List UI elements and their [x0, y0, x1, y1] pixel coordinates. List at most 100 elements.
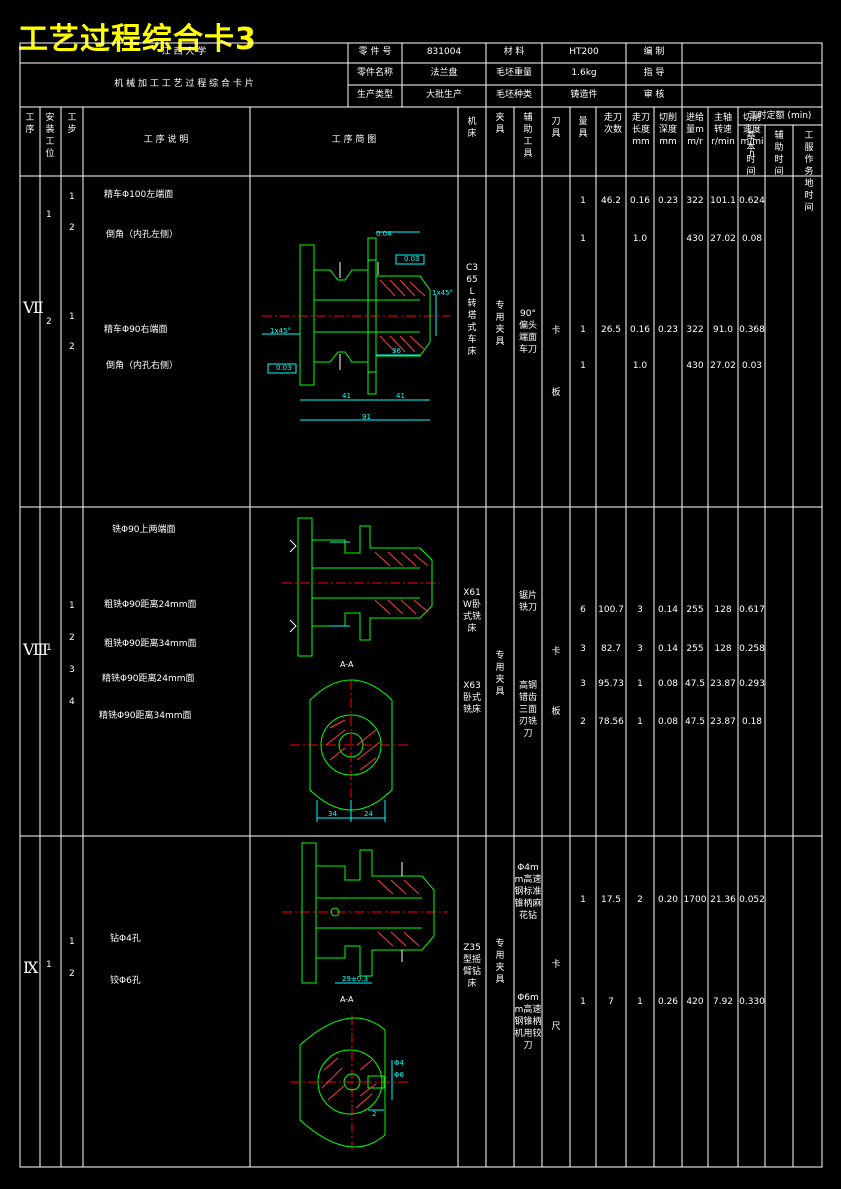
cutter-name: 90°偏头端面车刀: [518, 309, 537, 355]
col-fixture: 夹具: [495, 113, 505, 135]
col-depth: 切削深度mm: [658, 113, 677, 147]
process-number: Ⅸ: [23, 958, 39, 977]
station-number: 1: [46, 643, 52, 653]
step-number: 1: [69, 312, 75, 322]
step-description: 钻Φ4孔: [110, 934, 141, 944]
dim-text: 41: [396, 392, 405, 400]
station-number: 1: [46, 960, 52, 970]
step-description: 倒角（内孔左侧）: [106, 230, 179, 240]
dim-text: Φ4: [394, 1059, 404, 1067]
dim-text: Φ6: [394, 1071, 404, 1079]
station-number: 1: [46, 210, 52, 220]
designer-label: 编 制: [643, 47, 665, 57]
dim-text: 1x45°: [270, 327, 292, 335]
dim-text: 34: [328, 810, 337, 818]
col-process: 工序: [25, 113, 35, 135]
step-description: 粗铣Φ90距离24mm面: [104, 600, 197, 610]
station-number: 2: [46, 317, 52, 327]
sketch-viii-section: [290, 679, 410, 822]
dim-text: 1x45°: [432, 289, 454, 297]
step-number: 2: [69, 969, 75, 979]
production-type-label: 生产类型: [356, 90, 394, 100]
step-number: 2: [69, 342, 75, 352]
col-basic-time: 基本时间: [746, 131, 756, 177]
step-number: 4: [69, 697, 75, 707]
gauge-name: 卡尺: [551, 960, 561, 1032]
step-description: 精铣Φ90距离34mm面: [99, 711, 192, 721]
sketch-vii: [262, 231, 450, 421]
step-number: 1: [69, 601, 75, 611]
step-description: 精车Φ100左端面: [104, 190, 174, 200]
part-name: 法兰盘: [430, 68, 458, 78]
dim-text: 2: [372, 1110, 377, 1118]
col-sketch: 工 序 简 图: [331, 135, 377, 145]
card-title: 工艺过程综合卡3: [18, 22, 257, 57]
col-passes: 走刀次数: [603, 113, 622, 135]
step-number: 2: [69, 633, 75, 643]
dim-text: 0.03: [404, 255, 420, 263]
gauge-name: 卡板: [551, 326, 561, 398]
col-cutter: 刀具: [551, 117, 561, 139]
reviewer-label: 审 核: [643, 90, 665, 100]
step-description: 倒角（内孔右侧）: [106, 361, 179, 371]
col-step: 工步: [67, 113, 77, 135]
material: HT200: [569, 47, 599, 57]
part-no-label: 零 件 号: [358, 47, 392, 57]
dim-text: 91: [362, 413, 371, 421]
dim-text: 24: [364, 810, 373, 818]
col-machine: 机床: [467, 117, 477, 139]
machine-name: C365L转塔式车床: [466, 263, 479, 357]
process-number: Ⅷ: [23, 640, 49, 659]
machine-name: X63卧式铣床: [462, 681, 481, 715]
machine-name: X61W卧式铣床: [462, 588, 481, 634]
cutter-name: Φ6mm高速钢锥柄机用铰刀: [514, 993, 542, 1051]
dim-text: 41: [342, 392, 351, 400]
sketch-ix-section: [290, 1015, 408, 1150]
fixture-name: 专用夹具: [495, 939, 505, 985]
sketch-viii-side: [282, 517, 440, 657]
dim-text: 36: [392, 347, 401, 355]
sketch-ix-side: [282, 842, 448, 984]
cutter-name: 锯片铣刀: [518, 591, 537, 613]
university-name: 江 西 大 学: [161, 47, 207, 57]
process-number: Ⅶ: [23, 298, 44, 317]
col-spindle: 主轴转速r/min: [711, 113, 735, 147]
col-station: 安装工位: [45, 113, 55, 159]
dim-text: 0.03: [276, 364, 292, 372]
card-name: 机 械 加 工 工 艺 过 程 综 合 卡 片: [114, 79, 254, 89]
part-name-label: 零件名称: [356, 68, 394, 78]
col-time-quota: 工时定额 (min): [748, 111, 812, 121]
blank-weight: 1.6kg: [571, 68, 597, 78]
step-number: 1: [69, 937, 75, 947]
col-service-time: 工服作务地时间: [804, 131, 814, 213]
col-aux-time: 辅助时间: [774, 131, 784, 177]
production-type: 大批生产: [425, 90, 463, 100]
col-step-desc: 工 序 说 明: [143, 135, 189, 145]
col-gauge: 量具: [578, 117, 588, 139]
step-description: 铣Φ90上两端面: [112, 525, 176, 535]
step-number: 1: [69, 192, 75, 202]
blank-type: 铸造件: [570, 90, 598, 100]
dim-text: 29±0.3: [342, 975, 368, 983]
col-length: 走刀长度mm: [631, 113, 650, 147]
step-description: 精铣Φ90距离24mm面: [102, 674, 195, 684]
col-aux-tool: 辅助工具: [523, 113, 533, 159]
step-description: 粗铣Φ90距离34mm面: [104, 639, 197, 649]
dim-text: 0.04: [376, 230, 392, 238]
blank-type-label: 毛坯种类: [495, 90, 533, 100]
step-description: 精车Φ90右端面: [104, 325, 168, 335]
col-speed: 切削速度m/min: [740, 113, 764, 159]
gauge-name: 卡板: [551, 647, 561, 717]
blank-weight-label: 毛坯重量: [495, 68, 533, 78]
instructor-label: 指 导: [643, 68, 665, 78]
step-number: 2: [69, 223, 75, 233]
cutter-name: Φ4mm高速钢标准锥柄麻花钻: [514, 863, 542, 921]
part-no: 831004: [426, 47, 462, 57]
cutter-name: 高钢错齿三面刃铣刀: [518, 681, 537, 739]
section-label: A-A: [340, 995, 354, 1004]
machine-name: Z35型摇臂钻床: [462, 943, 481, 989]
col-feed: 进给量mm/r: [685, 113, 704, 147]
fixture-name: 专用夹具: [495, 651, 505, 697]
material-label: 材 料: [503, 47, 525, 57]
